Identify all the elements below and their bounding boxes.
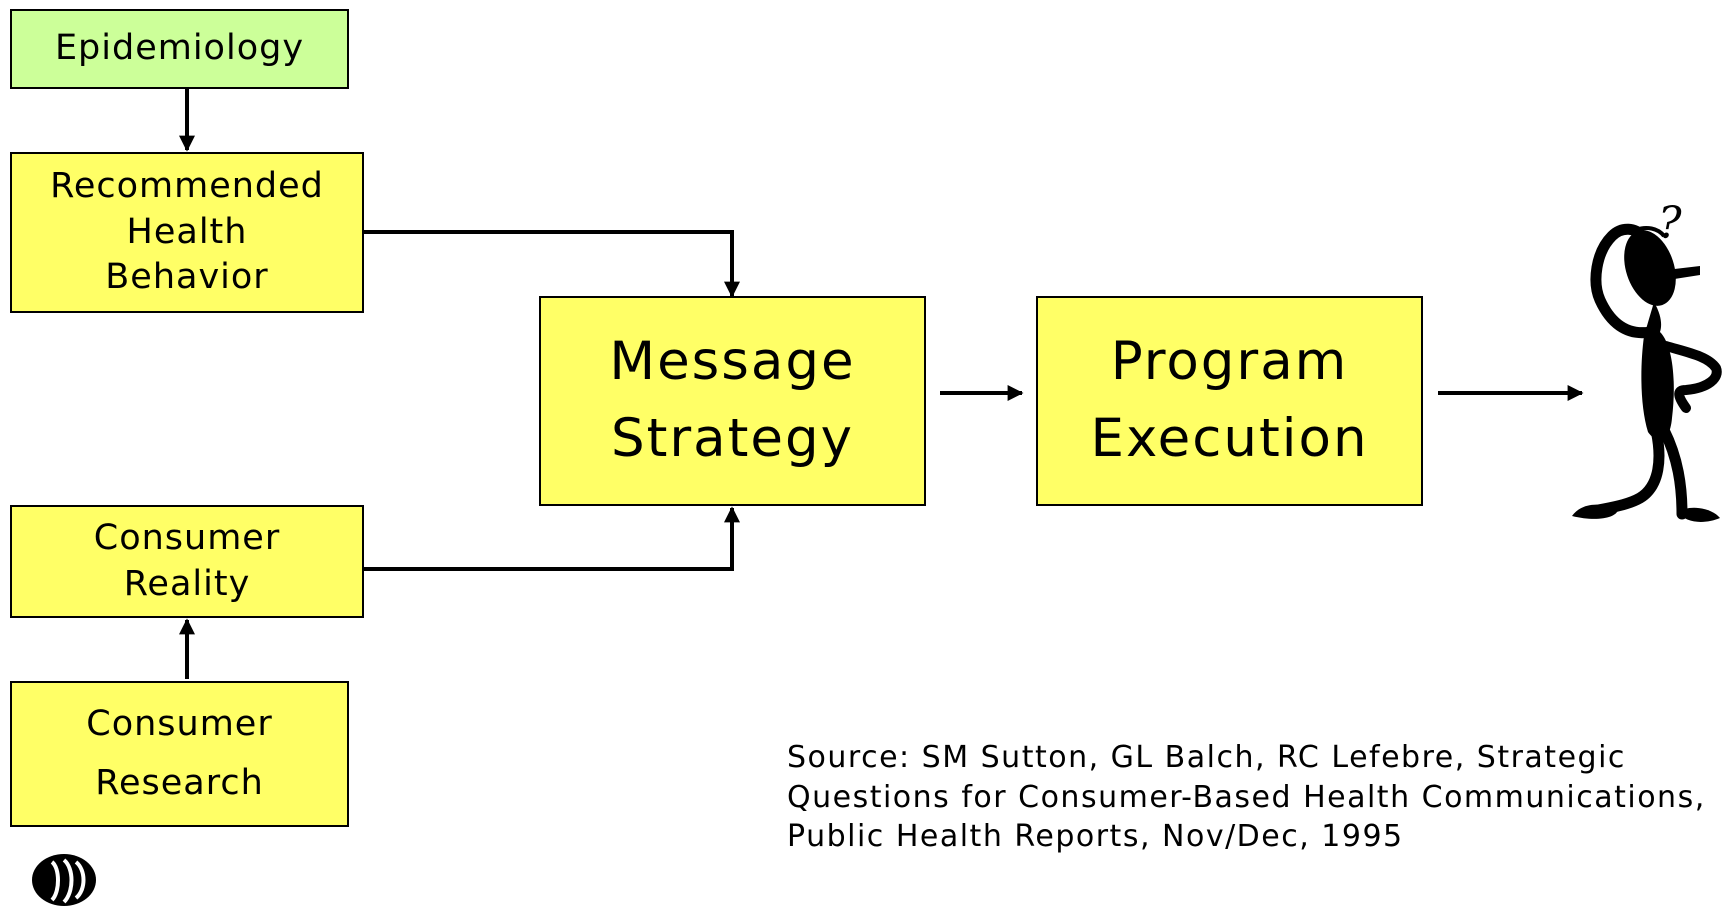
research-label-line-1: Consumer — [86, 703, 273, 744]
program-label-line-2: Execution — [1090, 408, 1369, 469]
confused-person-icon: ? — [1572, 198, 1722, 522]
recommended-label-line-1: Recommended — [50, 166, 324, 207]
message-label-line-1: Message — [609, 331, 856, 393]
program-label-line-1: Program — [1110, 331, 1349, 393]
arrow-recommended-to-message — [364, 230, 740, 298]
research-label-line-2: Research — [95, 763, 264, 803]
message-label-line-2: Strategy — [610, 408, 855, 469]
epidemiology-label: Epidemiology — [54, 28, 305, 69]
recommended-label-line-2: Health — [126, 211, 248, 252]
question-mark-icon: ? — [1658, 198, 1682, 249]
consumer-reality-box: Consumer Reality — [10, 505, 364, 618]
epidemiology-box: Epidemiology — [10, 9, 349, 89]
reality-label-line-2: Reality — [123, 563, 251, 604]
reality-label-line-1: Consumer — [93, 518, 281, 558]
recommended-label-line-3: Behavior — [105, 257, 269, 298]
program-execution-box: Program Execution — [1036, 296, 1423, 506]
consumer-research-box: Consumer Research — [10, 681, 349, 827]
message-strategy-box: Message Strategy — [539, 296, 926, 506]
arrow-reality-to-message — [364, 506, 740, 571]
recommended-health-behavior-box: Recommended Health Behavior — [10, 152, 364, 313]
agency-logo-icon — [32, 854, 96, 906]
source-citation: Source: SM Sutton, GL Balch, RC Lefebre,… — [787, 740, 1706, 855]
